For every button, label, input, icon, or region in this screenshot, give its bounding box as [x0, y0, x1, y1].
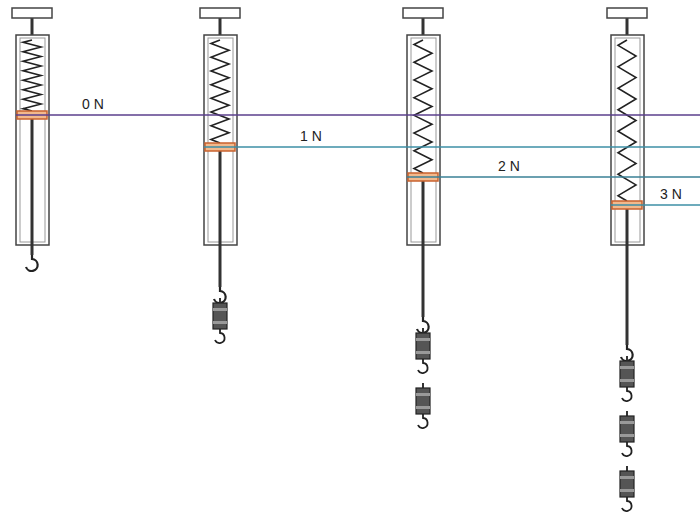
weight-band	[416, 351, 430, 354]
weight	[213, 303, 227, 329]
reading-line	[204, 146, 700, 148]
force-label: 0 N	[80, 96, 106, 112]
weight-loop	[422, 383, 424, 388]
hanger-stem	[31, 18, 34, 35]
weight-loop	[626, 466, 628, 471]
weight-band	[620, 379, 634, 382]
hanger-bar	[403, 8, 443, 18]
weight-loop	[219, 298, 221, 303]
scales	[12, 8, 647, 511]
hanger-stem	[219, 18, 222, 35]
spring	[414, 40, 432, 173]
spring-scale	[403, 8, 443, 428]
hanger-stem	[422, 18, 425, 35]
spring-scale	[607, 8, 647, 511]
force-label: 2 N	[496, 158, 522, 174]
hanger-bar	[200, 8, 240, 18]
spring-scale	[12, 8, 52, 271]
reading-line	[16, 114, 700, 116]
spring	[23, 40, 41, 111]
weight-loop	[626, 411, 628, 416]
weight-band	[620, 421, 634, 424]
weight	[620, 416, 634, 442]
weight-hook	[622, 442, 632, 456]
weight-band	[620, 366, 634, 369]
hanger-bar	[12, 8, 52, 18]
spring	[211, 40, 229, 143]
weight	[416, 333, 430, 359]
scale-hook	[417, 317, 429, 333]
weight-loop	[626, 356, 628, 361]
scale-hook	[26, 255, 38, 271]
weight-hook	[418, 414, 428, 428]
weight-hook	[622, 387, 632, 401]
weight-band	[213, 321, 227, 324]
scale-rod	[422, 177, 425, 317]
reading-line	[611, 204, 700, 206]
scale-rod	[31, 115, 34, 255]
reading-lines	[16, 115, 700, 205]
weight-band	[620, 476, 634, 479]
weight-band	[416, 393, 430, 396]
force-label: 1 N	[298, 128, 324, 144]
hanger-bar	[607, 8, 647, 18]
scale-hook	[621, 345, 633, 361]
weight-band	[620, 489, 634, 492]
weight-hook	[622, 497, 632, 511]
reading-line	[407, 176, 700, 178]
scale-rod	[219, 147, 222, 287]
weight-hook	[418, 359, 428, 373]
weight-hook	[215, 329, 225, 343]
weight-band	[416, 338, 430, 341]
scale-rod	[626, 205, 629, 345]
weight-band	[416, 406, 430, 409]
hanger-stem	[626, 18, 629, 35]
weight	[620, 361, 634, 387]
weight-band	[620, 434, 634, 437]
weight-loop	[422, 328, 424, 333]
scale-hook	[214, 287, 226, 303]
weight-band	[213, 308, 227, 311]
weight	[620, 471, 634, 497]
force-label: 3 N	[658, 186, 684, 202]
spring-scale	[200, 8, 240, 343]
weight	[416, 388, 430, 414]
